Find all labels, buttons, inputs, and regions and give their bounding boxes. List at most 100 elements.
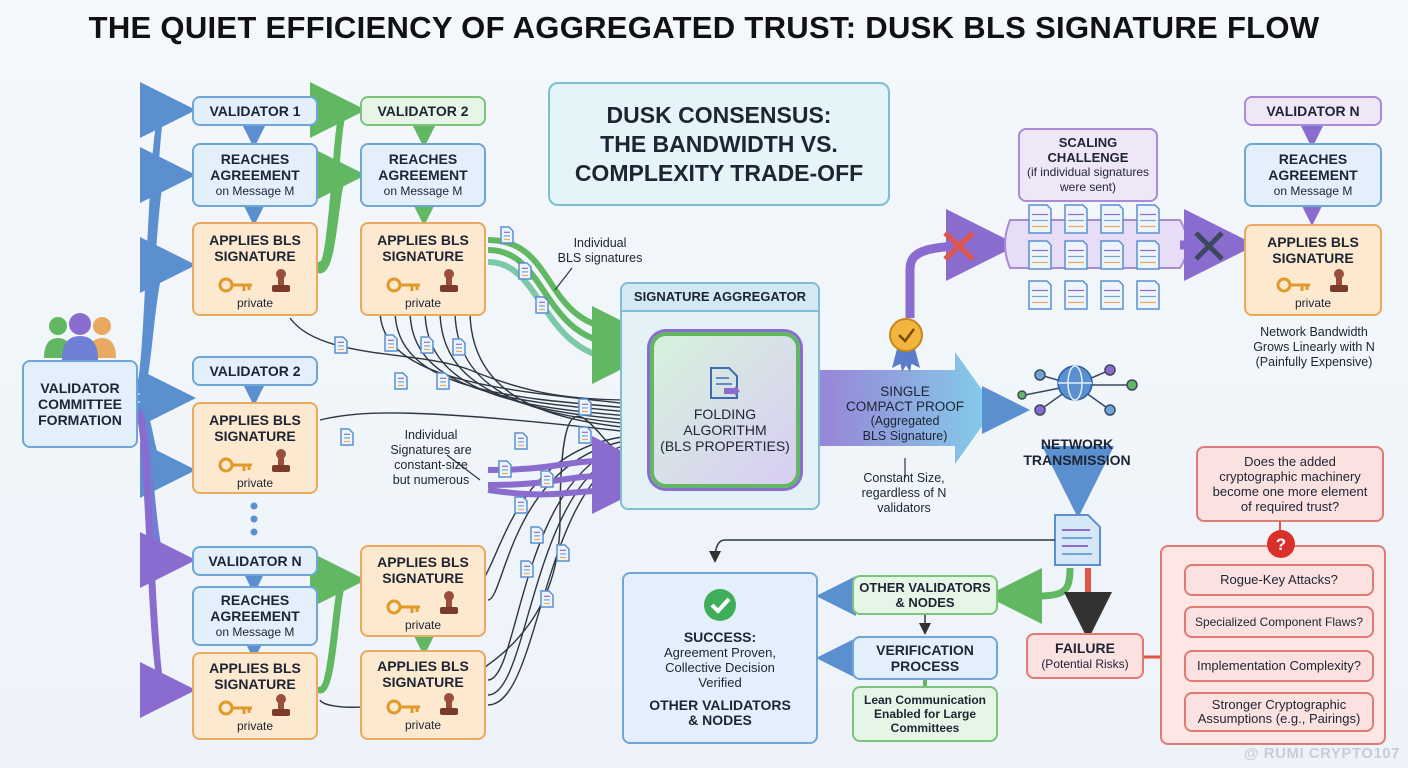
reaches-text: REACHES: [388, 151, 458, 167]
signature-text: SIGNATURE: [214, 428, 296, 444]
folding-line-2: ALGORITHM: [683, 422, 767, 438]
stamp-icon: [270, 448, 292, 477]
validator-committee-box: VALIDATOR COMMITTEE FORMATION: [22, 360, 138, 448]
document-icon: [420, 336, 434, 354]
message-text: on Message M: [383, 184, 463, 198]
document-icon: [394, 372, 408, 390]
private-label: private: [1294, 296, 1332, 310]
private-label: private: [236, 476, 274, 490]
note-line: BLS signatures: [557, 251, 643, 265]
signature-text: SIGNATURE: [1272, 250, 1354, 266]
other-validators-box: OTHER VALIDATORS & NODES: [852, 575, 998, 615]
note-line: Signatures are: [390, 443, 472, 457]
agreement-text: AGREEMENT: [378, 167, 468, 183]
validator-2-label: VALIDATOR 2: [360, 96, 486, 126]
central-title-box: DUSK CONSENSUS: THE BANDWIDTH VS. COMPLE…: [548, 82, 890, 206]
success-line-4: Verified: [698, 675, 742, 690]
signature-text: SIGNATURE: [382, 570, 464, 586]
applies-bls-box-3: APPLIES BLS SIGNATURE private: [360, 545, 486, 637]
note-line: validators: [877, 501, 931, 515]
applies-bls-box-n: APPLIES BLS SIGNATURE private: [192, 652, 318, 740]
document-icon: [578, 398, 592, 416]
checkmark-icon: [704, 589, 736, 621]
lean-communication-box: Lean Communication Enabled for Large Com…: [852, 686, 998, 742]
applies-text: APPLIES BLS: [377, 232, 469, 248]
risk-text: Specialized Component Flaws?: [1194, 615, 1364, 629]
committee-line-3: FORMATION: [38, 412, 122, 428]
note-line: regardless of N: [861, 486, 947, 500]
agreement-text: AGREEMENT: [1268, 167, 1358, 183]
document-icon: [1064, 204, 1088, 234]
key-icon: [218, 456, 254, 477]
document-icon: [540, 590, 554, 608]
document-icon: [500, 226, 514, 244]
validator-n-text: VALIDATOR N: [208, 553, 302, 569]
verification-line-2: PROCESS: [890, 658, 960, 674]
document-icon: [1064, 240, 1088, 270]
key-icon: [386, 276, 422, 297]
central-title-line-2: THE BANDWIDTH VS.: [600, 130, 838, 157]
scaling-line-3: (if individual signatures: [1026, 165, 1150, 179]
network-line-2: TRANSMISSION: [1023, 452, 1131, 468]
key-icon: [218, 276, 254, 297]
applies-bls-box-right: APPLIES BLS SIGNATURE private: [1244, 224, 1382, 316]
signature-text: SIGNATURE: [214, 676, 296, 692]
reaches-agreement-box-right: REACHES AGREEMENT on Message M: [1244, 143, 1382, 207]
signature-text: SIGNATURE: [214, 248, 296, 264]
page-title: THE QUIET EFFICIENCY OF AGGREGATED TRUST…: [88, 10, 1320, 45]
document-icon: [1064, 280, 1088, 310]
stamp-icon: [438, 590, 460, 619]
applies-bls-box-2: APPLIES BLS SIGNATURE private: [192, 402, 318, 494]
risk-item-assumptions: Stronger Cryptographic Assumptions (e.g.…: [1184, 692, 1374, 732]
applies-bls-box-2b: APPLIES BLS SIGNATURE private: [360, 222, 486, 316]
applies-bls-box-1: APPLIES BLS SIGNATURE private: [192, 222, 318, 316]
document-icon: [1136, 204, 1160, 234]
private-label: private: [404, 296, 442, 310]
success-line-5: OTHER VALIDATORS: [649, 697, 791, 713]
stamp-icon: [438, 268, 460, 297]
aggregator-header: SIGNATURE AGGREGATOR: [622, 284, 818, 312]
validator-2-text: VALIDATOR 2: [377, 103, 469, 119]
signature-aggregator-panel: SIGNATURE AGGREGATOR FOLDING ALGORITHM (…: [620, 282, 820, 510]
applies-text: APPLIES BLS: [209, 412, 301, 428]
x-mark-icon: [1194, 231, 1224, 261]
document-icon: [340, 428, 354, 446]
applies-text: APPLIES BLS: [377, 554, 469, 570]
ellipsis-dots: [250, 502, 258, 536]
reaches-agreement-box-2: REACHES AGREEMENT on Message M: [360, 143, 486, 207]
svg-text:?: ?: [1276, 535, 1286, 554]
document-icon: [556, 544, 570, 562]
success-line-1: SUCCESS:: [683, 629, 757, 645]
question-line-2: cryptographic machinery: [1219, 469, 1361, 484]
scaling-line-1: SCALING: [1058, 135, 1118, 150]
question-line-4: of required trust?: [1240, 499, 1340, 514]
proof-line-4: BLS Signature): [862, 429, 948, 443]
folding-line-3: (BLS PROPERTIES): [660, 438, 790, 454]
applies-text: APPLIES BLS: [209, 232, 301, 248]
other-line-1: OTHER VALIDATORS: [859, 580, 991, 595]
message-text: on Message M: [215, 184, 295, 198]
validator-n-label-right: VALIDATOR N: [1244, 96, 1382, 126]
document-icon: [436, 372, 450, 390]
validator-n-text: VALIDATOR N: [1266, 103, 1360, 119]
document-icon: [1100, 240, 1124, 270]
document-icon: [384, 334, 398, 352]
document-icon: [578, 426, 592, 444]
question-box: Does the added cryptographic machinery b…: [1196, 446, 1384, 522]
applies-text: APPLIES BLS: [377, 658, 469, 674]
private-label: private: [236, 719, 274, 733]
scaling-line-2: CHALLENGE: [1047, 150, 1129, 165]
applies-text: APPLIES BLS: [1267, 234, 1359, 250]
scaling-challenge-box: SCALING CHALLENGE (if individual signatu…: [1018, 128, 1158, 202]
risk-item-rogue-key: Rogue-Key Attacks?: [1184, 564, 1374, 596]
document-icon: [1028, 204, 1052, 234]
document-icon: [540, 470, 554, 488]
validator-1-text: VALIDATOR 1: [209, 103, 301, 119]
key-icon: [1276, 276, 1312, 297]
central-title-line-3: COMPLEXITY TRADE-OFF: [574, 159, 864, 186]
agreement-text: AGREEMENT: [210, 167, 300, 183]
question-line-1: Does the added: [1244, 454, 1336, 469]
document-icon: [452, 338, 466, 356]
lean-line-1: Lean Communication: [863, 693, 986, 707]
